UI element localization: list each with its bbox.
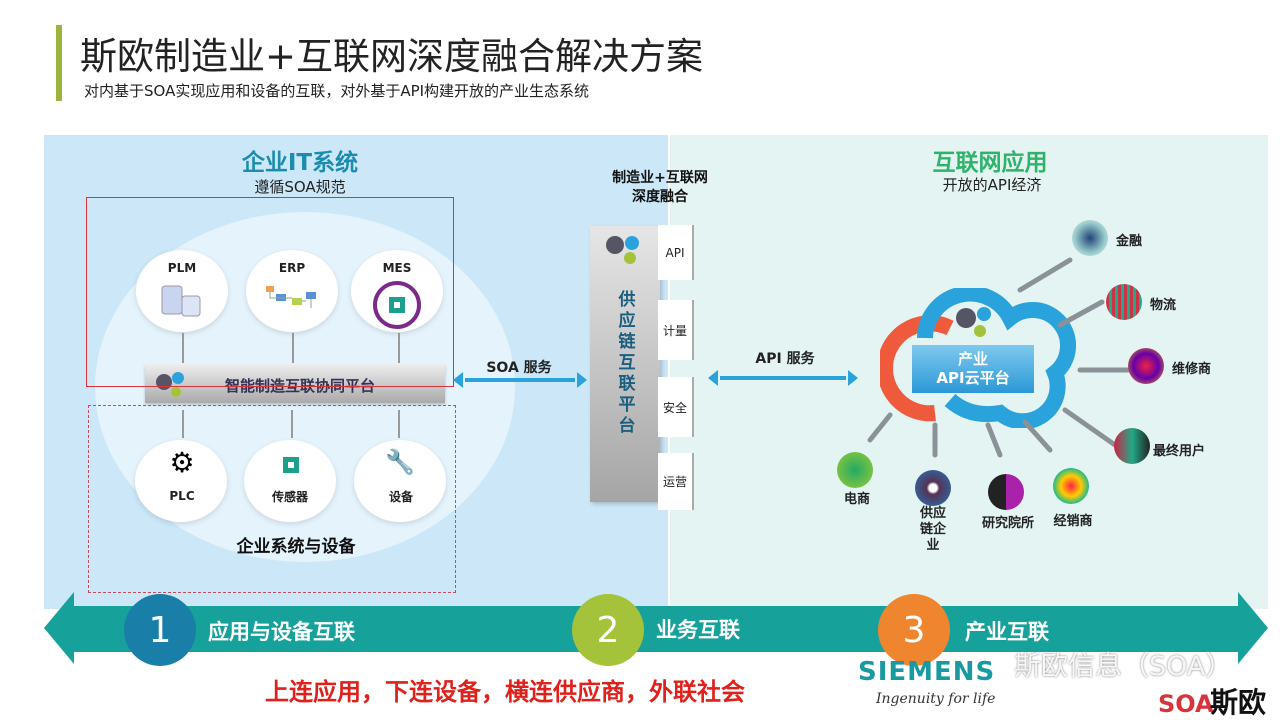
connector	[182, 410, 184, 438]
title-accent-bar	[56, 25, 62, 101]
connector	[292, 333, 294, 363]
satellite-end-user: 最终用户	[1153, 444, 1206, 459]
connector	[291, 410, 293, 438]
gear-icon: ⚙	[169, 446, 195, 479]
satellite-logistics: 物流	[1150, 298, 1177, 313]
finance-icon	[1072, 220, 1108, 256]
api-service-label: API 服务	[755, 351, 815, 367]
repair-icon	[1128, 348, 1164, 384]
satellite-distributor: 经销商	[1053, 514, 1093, 529]
soa-service-arrow	[453, 372, 587, 388]
fusion-title-2: 深度融合	[632, 189, 688, 205]
siemens-logo: SIEMENS	[858, 657, 996, 687]
device-label: 设备	[388, 490, 414, 504]
tab-operations: 运营	[658, 453, 694, 510]
connector	[182, 333, 184, 363]
wechat-watermark: 斯欧信息（SOA）	[1014, 651, 1233, 682]
mes-label: MES	[382, 261, 412, 275]
supply-chain-platform	[590, 226, 660, 502]
plc-label: PLC	[169, 489, 195, 503]
erp-label: ERP	[278, 261, 306, 275]
ecommerce-icon	[837, 452, 873, 488]
banner-arrowheads	[44, 592, 1268, 664]
gears-icon	[606, 236, 639, 264]
sensor-chip-icon	[283, 457, 299, 473]
apps-highlight-box	[86, 197, 454, 387]
satellite-research: 研究院所	[981, 516, 1035, 531]
plc-node	[135, 440, 227, 522]
satellite-finance: 金融	[1116, 234, 1143, 249]
tab-security: 安全	[658, 377, 694, 437]
page-title: 斯欧制造业+互联网深度融合解决方案	[80, 35, 704, 78]
workflow-icon	[266, 286, 316, 308]
soa-logo: SOA	[1158, 690, 1214, 718]
soa-brand-name: 斯欧	[1210, 686, 1267, 719]
logistics-icon	[1106, 284, 1142, 320]
supply-chain-platform-label: 供应链互联平台	[618, 290, 636, 436]
smart-manufacturing-platform	[145, 364, 445, 403]
wrench-icon: 🔧	[385, 448, 415, 476]
mes-node	[351, 250, 443, 332]
connector	[398, 333, 400, 363]
device-node	[354, 440, 446, 522]
internet-app-subtitle: 开放的API经济	[942, 176, 1042, 194]
erp-node	[246, 250, 338, 332]
distributor-icon	[1053, 468, 1089, 504]
satellite-supply-chain: 供应链企业	[919, 506, 946, 553]
research-icon	[988, 474, 1024, 510]
database-icon	[161, 285, 201, 317]
cloud-label-2: API云平台	[936, 369, 1010, 387]
step-2-badge: 2	[572, 594, 644, 666]
api-service-arrow	[708, 370, 858, 386]
step-1-badge: 1	[124, 594, 196, 666]
fusion-title-1: 制造业+互联网	[612, 170, 708, 186]
siemens-tagline: Ingenuity for life	[876, 691, 996, 707]
mes-chip-icon	[373, 281, 421, 329]
satellite-ecommerce: 电商	[843, 492, 871, 507]
slogan: 上连应用，下连设备，横连供应商，外联社会	[265, 678, 745, 706]
page-subtitle: 对内基于SOA实现应用和设备的互联，对外基于API构建开放的产业生态系统	[84, 82, 590, 100]
soa-service-label: SOA 服务	[486, 360, 552, 376]
sensor-node	[244, 440, 336, 522]
enterprise-it-title: 企业IT系统	[241, 150, 359, 176]
plm-label: PLM	[167, 261, 197, 275]
progress-banner	[70, 606, 1240, 652]
satellite-repair: 维修商	[1172, 362, 1212, 377]
step-3-label: 产业互联	[965, 620, 1049, 644]
satellite-arrows	[867, 257, 1131, 458]
step-3-badge: 3	[878, 594, 950, 666]
internet-app-title: 互联网应用	[932, 150, 1048, 176]
connector	[398, 410, 400, 438]
cloud-label-1: 产业	[957, 350, 988, 368]
end-user-icon	[1114, 428, 1150, 464]
step-1-label: 应用与设备互联	[208, 620, 355, 644]
tab-metering: 计量	[658, 300, 694, 360]
devices-dashed-box	[88, 405, 456, 593]
systems-devices-label: 企业系统与设备	[236, 537, 356, 557]
supply-chain-icon	[915, 470, 951, 506]
sensor-label: 传感器	[271, 490, 309, 504]
step-2-label: 业务互联	[656, 618, 740, 642]
cloud-icon	[880, 288, 1076, 428]
tab-api: API	[658, 225, 694, 280]
enterprise-it-subtitle: 遵循SOA规范	[254, 178, 346, 196]
